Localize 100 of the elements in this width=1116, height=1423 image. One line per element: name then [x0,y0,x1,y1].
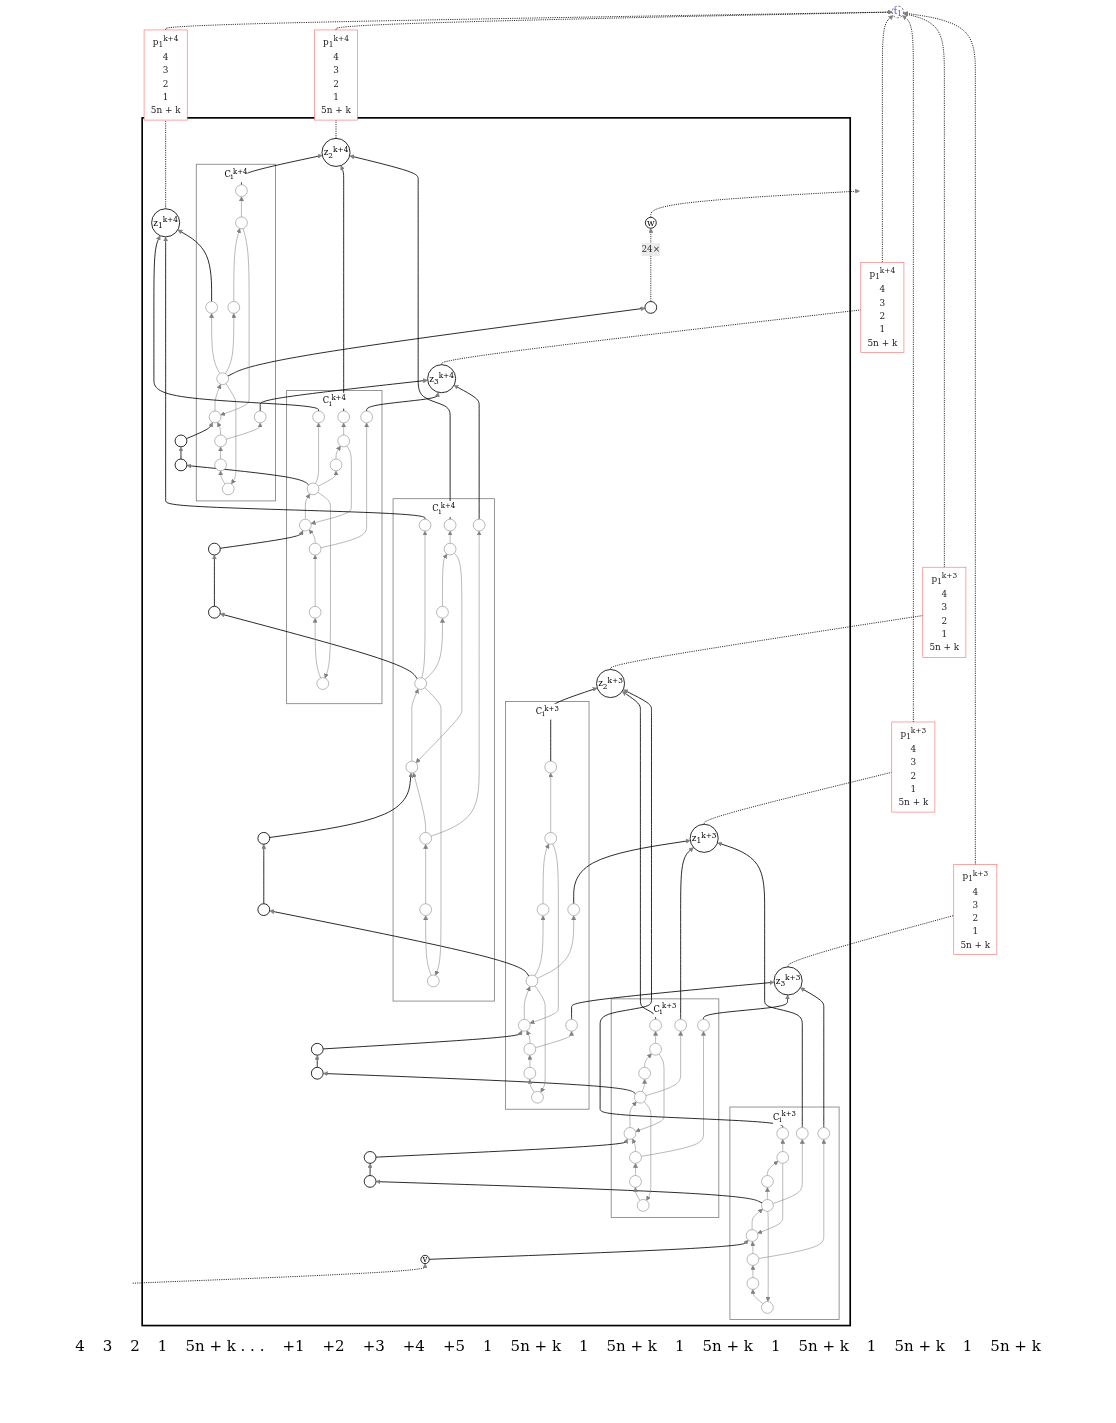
circle-node [299,518,312,532]
circle-node [363,1151,377,1164]
axis-label: 5n + k [797,1336,850,1356]
circle-node [761,1175,774,1188]
axis-label: +5 [441,1336,467,1356]
circle-node [636,1199,650,1212]
circle-node [174,434,188,448]
axis-label: 1 [769,1336,782,1356]
circle-node [316,677,329,690]
circle-node [697,1019,710,1032]
circle-node [337,410,350,424]
circle-node [517,1019,531,1032]
circle-node [443,542,457,556]
circle-node [308,606,322,619]
axis-label: 1 [961,1336,974,1356]
axis-label: 1 [578,1336,590,1356]
group-box [286,390,383,705]
axis-label: 1 [673,1336,686,1356]
circle-node [310,1042,324,1056]
circle-node [427,974,440,988]
circle-node [531,1091,544,1104]
circle-node [436,606,449,619]
circle-node [308,542,322,556]
circle-node [257,832,270,845]
circle-node [235,184,248,197]
circle-node [227,301,240,314]
circle-node [629,1151,642,1164]
circle-node [207,605,221,619]
circle-node [419,903,432,916]
group-box [195,163,276,502]
circle-node [649,1019,662,1032]
circle-node [257,903,270,916]
edge-label: 24× [641,242,660,257]
group-box [610,998,720,1218]
circle-node [363,1175,377,1188]
axis-label: +2 [321,1336,346,1356]
axis-label: 2 [129,1336,141,1356]
circle-node [337,434,350,448]
circle-node: v [420,1253,430,1265]
axis-label: +4 [401,1336,426,1356]
circle-node [207,542,221,556]
circle-node [629,1175,642,1188]
circle-node [360,410,373,424]
circle-node [761,1301,774,1314]
circle-node [329,458,342,472]
axis-label: 1 [156,1336,169,1356]
circle-node [472,518,486,532]
circle-node [795,1127,809,1140]
circle-node [776,1127,789,1140]
axis-label: 5n + k [989,1336,1042,1356]
axis-label: 5n + k [701,1336,754,1356]
axis-label: +3 [361,1336,386,1356]
circle-node [208,410,222,424]
circle-node [418,518,432,532]
axis-label: 5n + k [893,1336,946,1356]
circle-node [565,1019,578,1032]
circle-node [746,1253,759,1266]
circle-node [306,482,320,496]
circle-node [214,434,227,448]
circle-node [312,410,325,424]
circle-node [544,832,557,845]
circle-node [536,903,550,916]
circle-node [623,1127,636,1140]
axis-label: 5n + k [509,1336,562,1356]
circle-node [523,1043,536,1056]
circle-node [633,1091,647,1104]
circle-node [638,1067,651,1080]
axis-label: +1 [281,1336,306,1356]
circle-node [221,482,235,496]
group-box [729,1106,840,1320]
circle-node [443,518,457,532]
circle-node [310,1066,324,1080]
circle-node [405,760,418,774]
circle-node [235,216,248,229]
circle-node [674,1019,687,1032]
circle-node [817,1127,830,1140]
circle-node: t$_{1}$ [891,5,904,19]
circle-node [205,301,218,314]
axis-label: 3 [101,1336,114,1356]
circle-node [644,301,657,314]
axis-label: 1 [865,1336,878,1356]
circle-node [544,760,557,774]
axis-label: 4 [74,1336,86,1356]
circle-node [746,1277,759,1290]
circle-node [649,1043,662,1056]
circle-node [216,372,229,385]
circle-node [253,410,267,424]
group-box [392,498,495,1002]
circle-node [214,458,227,472]
circle-node [567,903,580,916]
axis-label: 5n + k . . . [184,1336,266,1356]
axis-label: 1 [482,1336,494,1356]
circle-node [745,1229,759,1242]
circle-node [776,1151,789,1164]
circle-node [761,1199,774,1212]
circle-node [419,832,432,845]
circle-node [525,974,538,988]
circle-node [174,458,188,472]
circle-node: w [644,216,657,229]
circle-node [523,1067,536,1080]
